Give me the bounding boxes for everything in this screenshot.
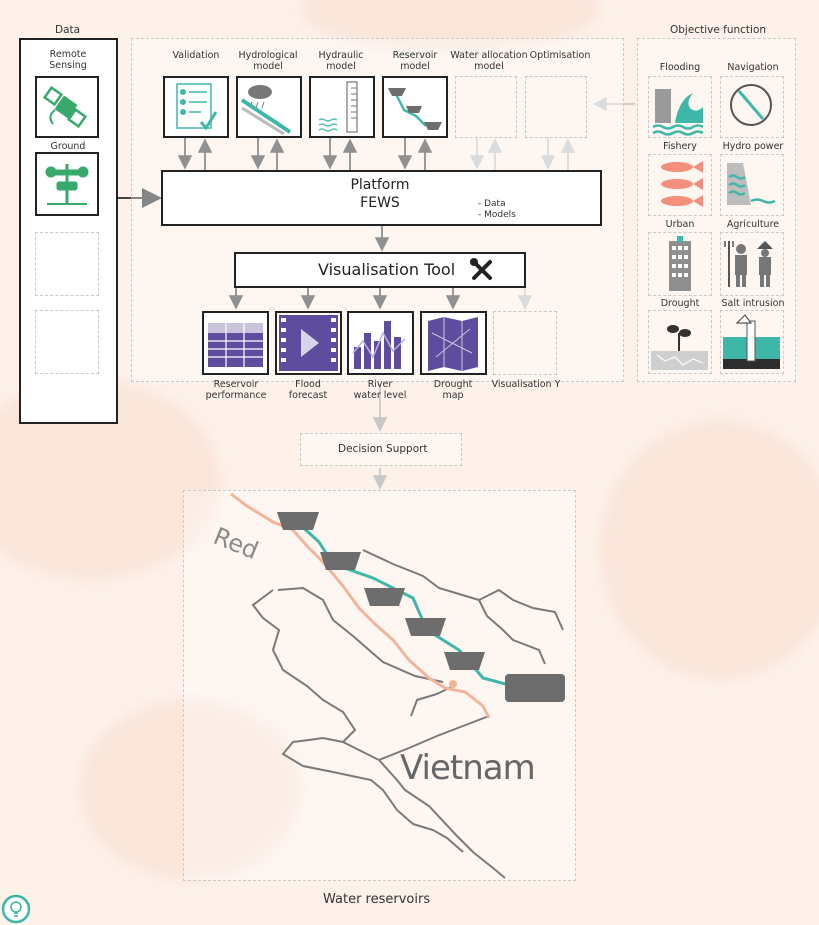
optimisation-box[interactable] [525,76,587,138]
hydropower-icon [727,163,776,205]
decision-support-box[interactable] [300,433,462,466]
flooding-box[interactable] [648,76,712,138]
reservoir-2 [320,552,361,570]
decision-support-label: Decision Support [338,443,428,455]
ground-box[interactable] [35,152,99,216]
urban-box[interactable] [648,232,712,296]
agriculture-box[interactable] [720,232,784,296]
water-allocation-box[interactable] [455,76,517,138]
validation-box[interactable] [163,76,229,138]
remote-sensing-label: Remote Sensing [49,49,87,71]
objective-label-hydro-power: Hydro power [722,141,784,152]
compass-icon [730,84,772,126]
data-section-title: Data [55,24,81,36]
objective-label-flooding: Flooding [659,62,701,73]
visualisation-tool-box[interactable] [234,252,526,288]
table-icon [208,323,263,367]
data-slot-empty-1 [35,232,99,296]
bar-line-chart-icon [352,321,406,369]
weather-station-icon [45,164,89,205]
reservoir-1 [277,512,319,530]
output-label-visualisation-y: Visualisation Y [491,379,561,390]
visualisation-y-box[interactable] [493,311,557,375]
reservoir-4 [405,618,446,636]
checklist-icon [176,83,218,131]
reservoir-cascade-icon [388,88,442,130]
drought-box[interactable] [648,310,712,374]
river-water-level-box[interactable] [347,311,414,375]
model-label-hydraulic: Hydraulic model [318,50,364,72]
fishery-box[interactable] [648,154,712,216]
data-slot-empty-2 [35,310,99,374]
model-label-validation: Validation [172,50,220,61]
hydrological-box[interactable] [236,76,302,138]
objective-label-drought: Drought [660,298,700,309]
reservoir-3 [364,588,405,606]
rain-slope-icon [240,85,292,136]
salt-intrusion-box[interactable] [720,310,784,374]
objective-label-fishery: Fishery [663,141,697,152]
model-label-water-allocation: Water allocation model [450,50,528,72]
caption: Water reservoirs [323,892,431,907]
reservoir-6 [505,674,565,702]
hydraulic-box[interactable] [309,76,375,138]
salt-well-icon [723,314,780,369]
reservoir-5 [444,652,485,670]
model-label-optimisation: Optimisation [529,50,591,61]
objective-section-title: Objective function [670,24,767,36]
reservoir-model-box[interactable] [382,76,448,138]
output-label-reservoir-performance: Reservoir performance [205,379,267,401]
navigation-box[interactable] [720,76,784,138]
platform-title: Platform FEWS [350,177,410,211]
objective-label-navigation: Navigation [727,62,779,73]
objective-label-salt-intrusion: Salt intrusion [721,298,785,309]
platform-fews-box[interactable] [161,170,602,226]
country-borders [251,549,564,879]
visualisation-tool-title: Visualisation Tool [318,260,456,279]
satellite-icon [42,85,88,129]
lightbulb-icon [1,894,31,924]
water-gauge-icon [318,81,358,133]
output-label-river-water-level: River water level [353,379,407,401]
model-label-hydrological: Hydrological model [238,50,298,72]
output-label-drought-map: Drought map [433,379,473,401]
hydro-power-box[interactable] [720,154,784,216]
country-label: Vietnam [400,748,536,788]
output-label-flood-forecast: Flood forecast [288,379,328,401]
dry-sprout-icon [651,325,708,370]
flood-forecast-box[interactable] [275,311,342,375]
vietnam-map [230,492,565,879]
fish-icon [661,161,703,207]
folded-map-icon [428,317,478,371]
drought-map-box[interactable] [420,311,487,375]
remote-sensing-box[interactable] [35,76,99,138]
tools-icon [470,258,492,280]
objective-label-urban: Urban [665,219,695,230]
reservoir-performance-box[interactable] [202,311,269,375]
building-icon [669,236,691,291]
platform-items: - Data - Models [478,199,516,220]
video-play-icon [279,315,338,371]
model-label-reservoir: Reservoir model [392,50,438,72]
dam-wave-icon [652,89,704,136]
objective-label-agriculture: Agriculture [726,219,780,230]
ground-label: Ground [50,141,86,152]
farmers-icon [724,241,773,287]
